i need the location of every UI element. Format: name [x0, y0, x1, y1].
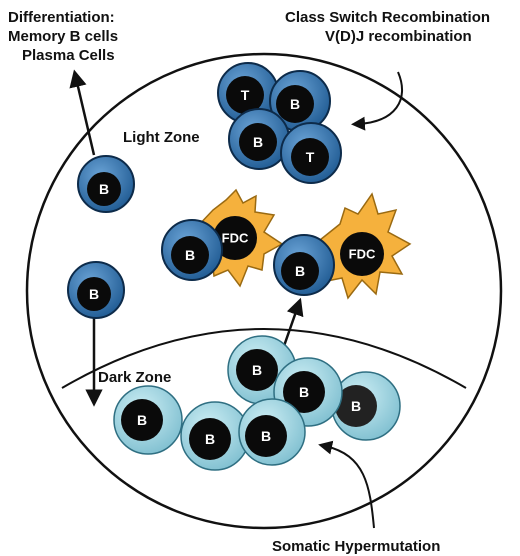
cell-letter: B — [252, 362, 262, 378]
germinal-center-circle — [25, 52, 503, 530]
cell-letter: T — [241, 87, 250, 103]
light-zone-label: Light Zone — [123, 129, 200, 146]
cell-letter: B — [89, 286, 99, 302]
somatic-arrow — [318, 440, 375, 529]
fdc-label: FDC — [222, 231, 249, 246]
cell-letter: B — [205, 431, 215, 447]
b-cell: B — [113, 385, 183, 455]
cell-letter: B — [253, 134, 263, 150]
b-cell: B — [269, 70, 331, 132]
dark-zone-boundary — [61, 328, 467, 389]
b-cell: B — [331, 371, 401, 441]
class-switch-arrow — [351, 71, 403, 131]
somatic-hypermutation-label: Somatic Hypermutation — [272, 538, 440, 555]
b-cell: B — [161, 219, 223, 281]
dark-zone-label: Dark Zone — [98, 369, 171, 386]
cell-letter: T — [306, 149, 315, 165]
differentiation-arrow — [69, 69, 96, 156]
b-cell: B — [228, 108, 290, 170]
cell-letter: B — [137, 412, 147, 428]
b-cell: B — [238, 398, 306, 466]
b-cell: B — [77, 155, 135, 213]
fdc-label: FDC — [349, 247, 376, 262]
cell-letter: B — [299, 384, 309, 400]
cell-letter: B — [99, 181, 109, 197]
dark-to-light-arrow — [282, 297, 304, 347]
cell-letter: B — [295, 263, 305, 279]
cell-letter: B — [351, 398, 361, 414]
differentiation-label: Differentiation: Memory B cells Plasma C… — [8, 9, 122, 64]
b-cell: B — [180, 401, 250, 471]
class-switch-label: Class Switch Recombination V(D)J recombi… — [285, 9, 494, 45]
cell-letter: B — [185, 247, 195, 263]
cell-letter: B — [290, 96, 300, 112]
t-cell: T — [280, 122, 342, 184]
b-cell: B — [67, 261, 125, 319]
b-cell: B — [273, 234, 335, 296]
cell-letter: B — [261, 428, 271, 444]
